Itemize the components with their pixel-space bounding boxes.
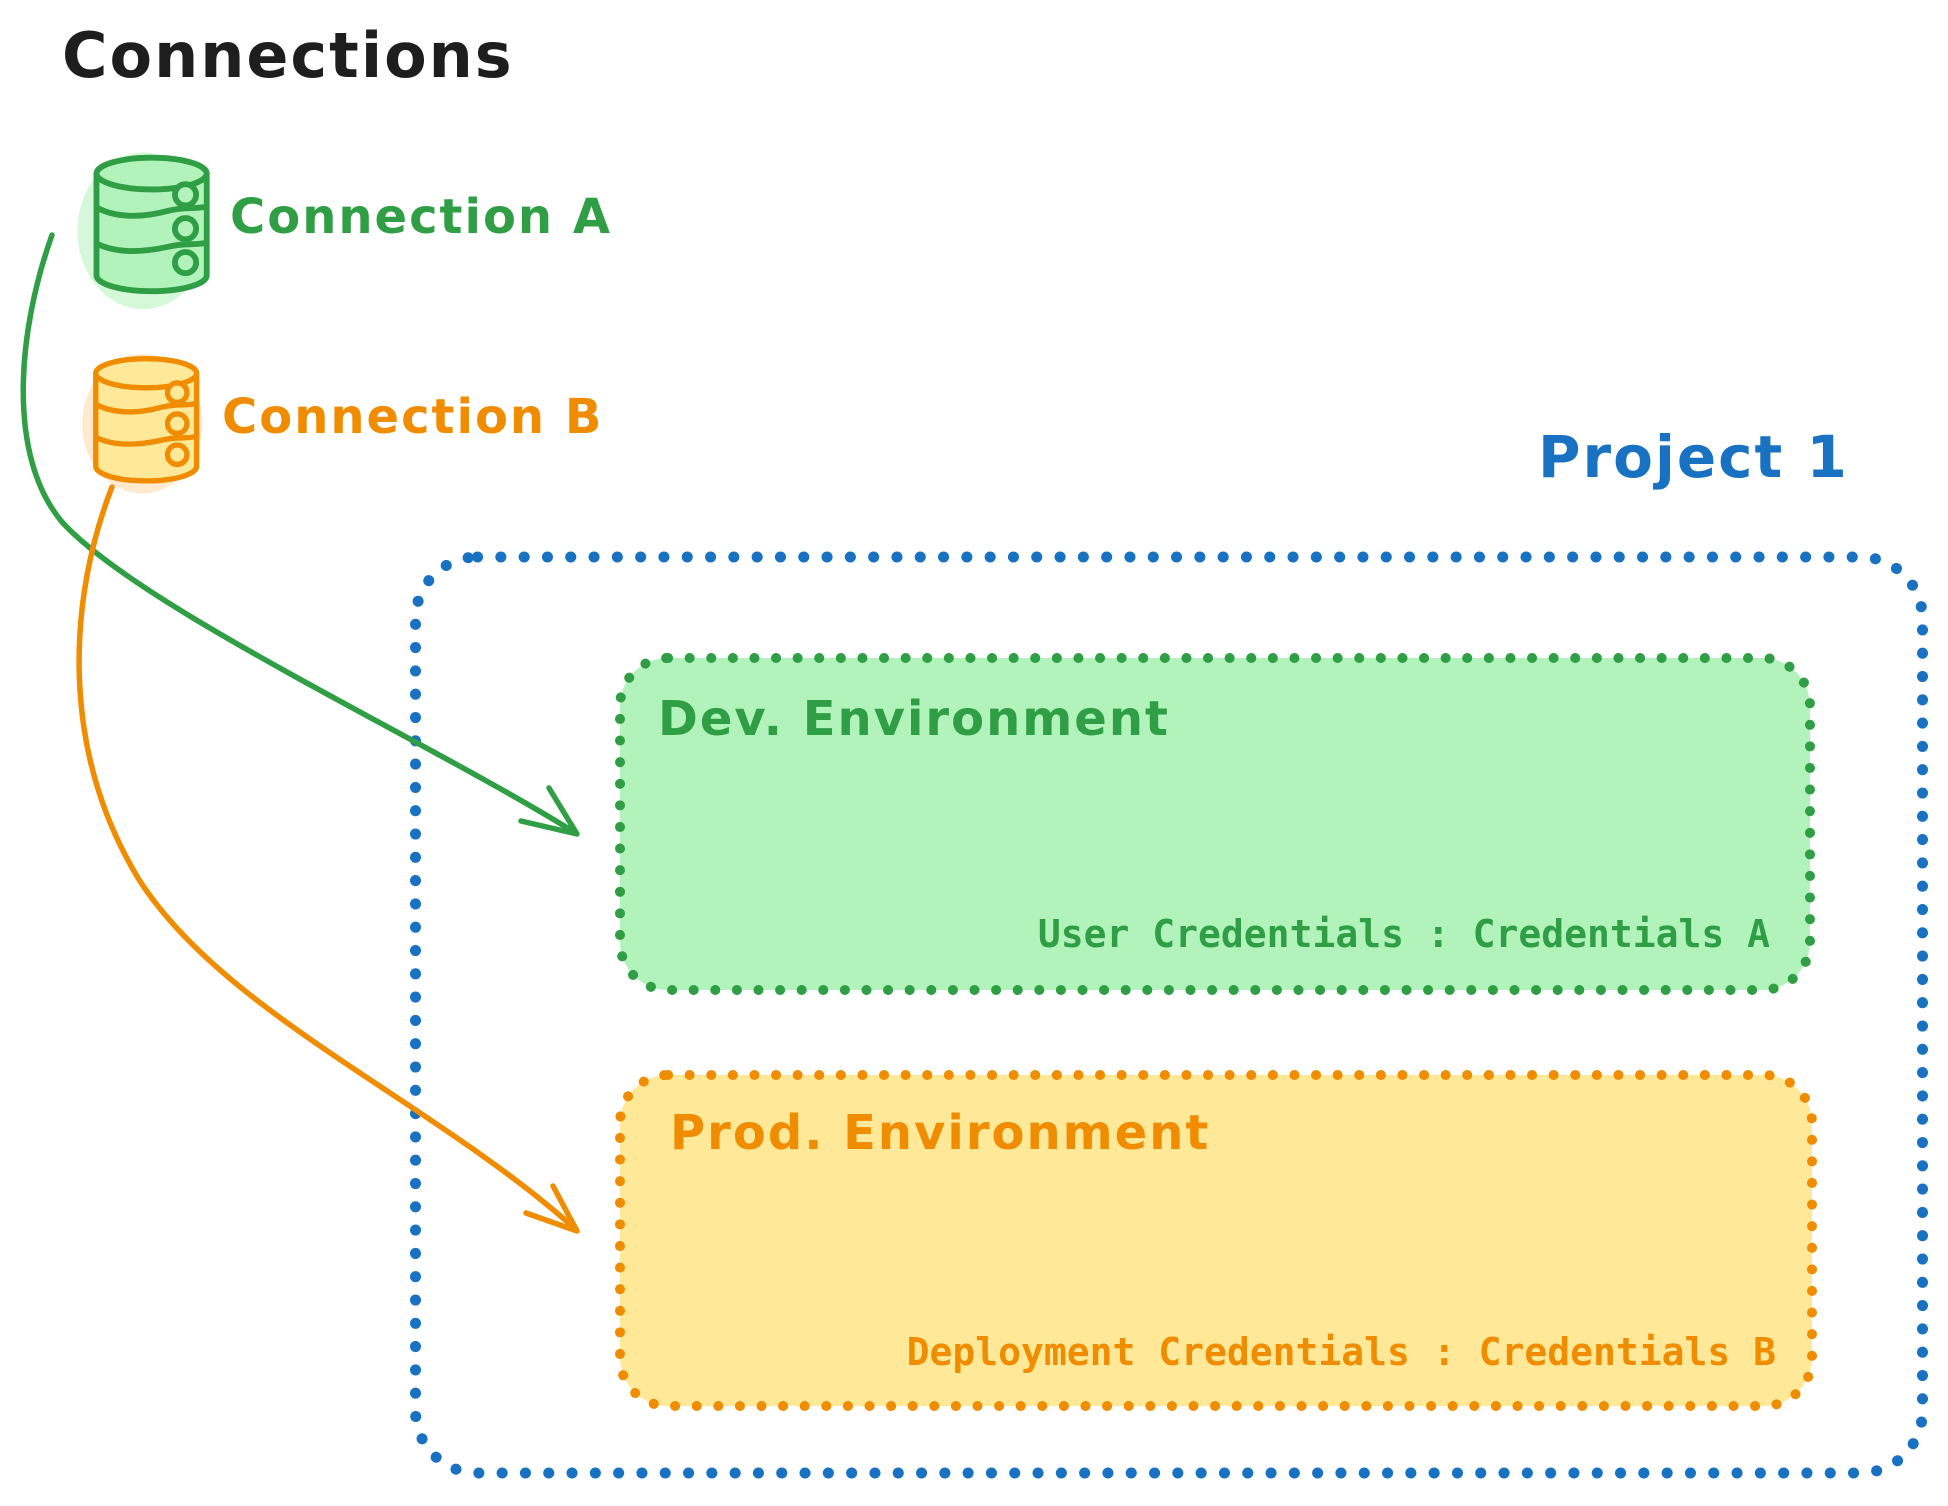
connection-b-label: Connection B [222, 389, 604, 445]
dev-environment-box [615, 653, 1815, 995]
database-icon [82, 353, 203, 494]
dev-environment-title: Dev. Environment [658, 691, 1170, 747]
project-label: Project 1 [1538, 423, 1849, 491]
project-box [410, 551, 1928, 1479]
prod-environment-box [615, 1070, 1817, 1411]
diagram-title: Connections [62, 19, 514, 92]
connection-a-label: Connection A [230, 189, 612, 245]
arrow-connection-b-to-prod [76, 484, 580, 1234]
arrowhead-icon [523, 1183, 580, 1234]
database-icon [77, 152, 210, 310]
prod-credentials-text: Deployment Credentials : Credentials B [906, 1330, 1776, 1374]
dev-credentials-text: User Credentials : Credentials A [1037, 912, 1770, 956]
arrow-connection-a-to-dev [20, 232, 580, 837]
prod-environment-title: Prod. Environment [670, 1105, 1211, 1161]
arrowhead-icon [518, 785, 580, 837]
